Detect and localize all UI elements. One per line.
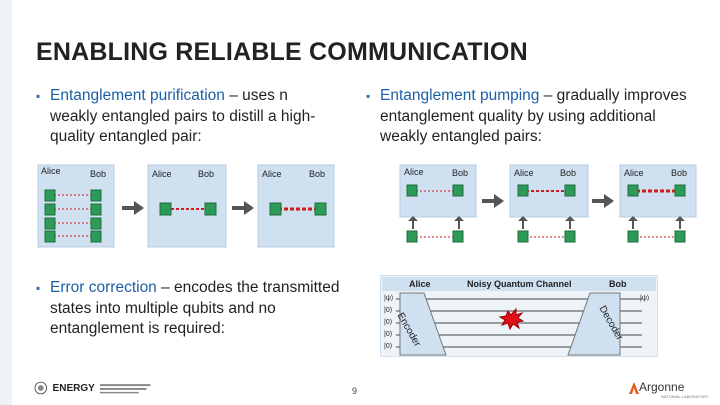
bob-label: Bob	[309, 169, 326, 179]
alice-label: Alice	[409, 279, 431, 289]
arrow-right-icon	[482, 194, 504, 208]
bullet-marker-icon: ▪	[36, 281, 41, 295]
alice-label: Alice	[41, 166, 61, 176]
ancilla-label: |0⟩	[384, 319, 393, 326]
bob-label: Bob	[671, 168, 688, 178]
additional-pairs	[406, 216, 686, 243]
ancilla-label: |0⟩	[384, 343, 393, 350]
noise-burst-icon	[498, 307, 525, 331]
arrow-right-icon	[232, 201, 254, 215]
bullet-marker-icon: ▪	[36, 89, 41, 103]
channel-label: Noisy Quantum Channel	[467, 279, 572, 289]
alice-label: Alice	[262, 169, 282, 179]
bullet-text: uses n weakly entangled pairs to distill…	[50, 87, 316, 145]
bullet-error-correction: ▪ Error correction – encodes the transmi…	[36, 279, 340, 337]
ancilla-label: |0⟩	[384, 331, 393, 338]
encoder-block	[399, 292, 447, 356]
slide-accent-bar	[0, 0, 12, 405]
purification-diagram	[37, 164, 335, 248]
alice-label: Alice	[514, 168, 534, 178]
argonne-logo-icon	[629, 382, 639, 394]
argonne-logo-text: Argonne	[639, 380, 685, 394]
bullet-marker-icon: ▪	[366, 89, 371, 103]
slide-title: ENABLING RELIABLE COMMUNICATION	[36, 38, 528, 66]
footer-doe-logo: ENERGY	[34, 379, 154, 397]
input-state-label: |ψ⟩	[384, 295, 394, 302]
bob-label: Bob	[560, 168, 577, 178]
decoder-block	[567, 292, 621, 356]
arrow-right-icon	[122, 201, 144, 215]
doe-seal-icon	[34, 381, 48, 395]
bob-label: Bob	[90, 169, 107, 179]
bullet-lead: Error correction	[50, 279, 157, 296]
bullet-purification: ▪ Entanglement purification – uses n wea…	[36, 87, 316, 145]
bob-label: Bob	[198, 169, 215, 179]
alice-label: Alice	[624, 168, 644, 178]
ancilla-label: |0⟩	[384, 307, 393, 314]
alice-label: Alice	[404, 167, 424, 177]
doe-fineprint	[99, 384, 151, 394]
bullet-lead: Entanglement purification	[50, 87, 225, 104]
pumping-diagram	[399, 164, 697, 243]
bullet-text: encodes the transmitted states into mult…	[50, 279, 340, 337]
bullet-lead: Entanglement pumping	[380, 87, 540, 104]
output-state-label: |ψ⟩	[640, 295, 650, 302]
bob-label: Bob	[452, 168, 469, 178]
error-correction-diagram	[380, 275, 658, 357]
arrow-right-icon	[592, 194, 614, 208]
alice-label: Alice	[152, 169, 172, 179]
bullet-pumping: ▪ Entanglement pumping – gradually impro…	[366, 87, 687, 145]
argonne-subtitle: NATIONAL LABORATORY	[661, 394, 709, 399]
bullet-text: gradually improves entanglement quality …	[380, 87, 687, 145]
bob-label: Bob	[609, 279, 627, 289]
page-number: 9	[352, 386, 358, 396]
energy-logo-text: ENERGY	[52, 382, 95, 394]
weak-pairs	[44, 189, 102, 243]
